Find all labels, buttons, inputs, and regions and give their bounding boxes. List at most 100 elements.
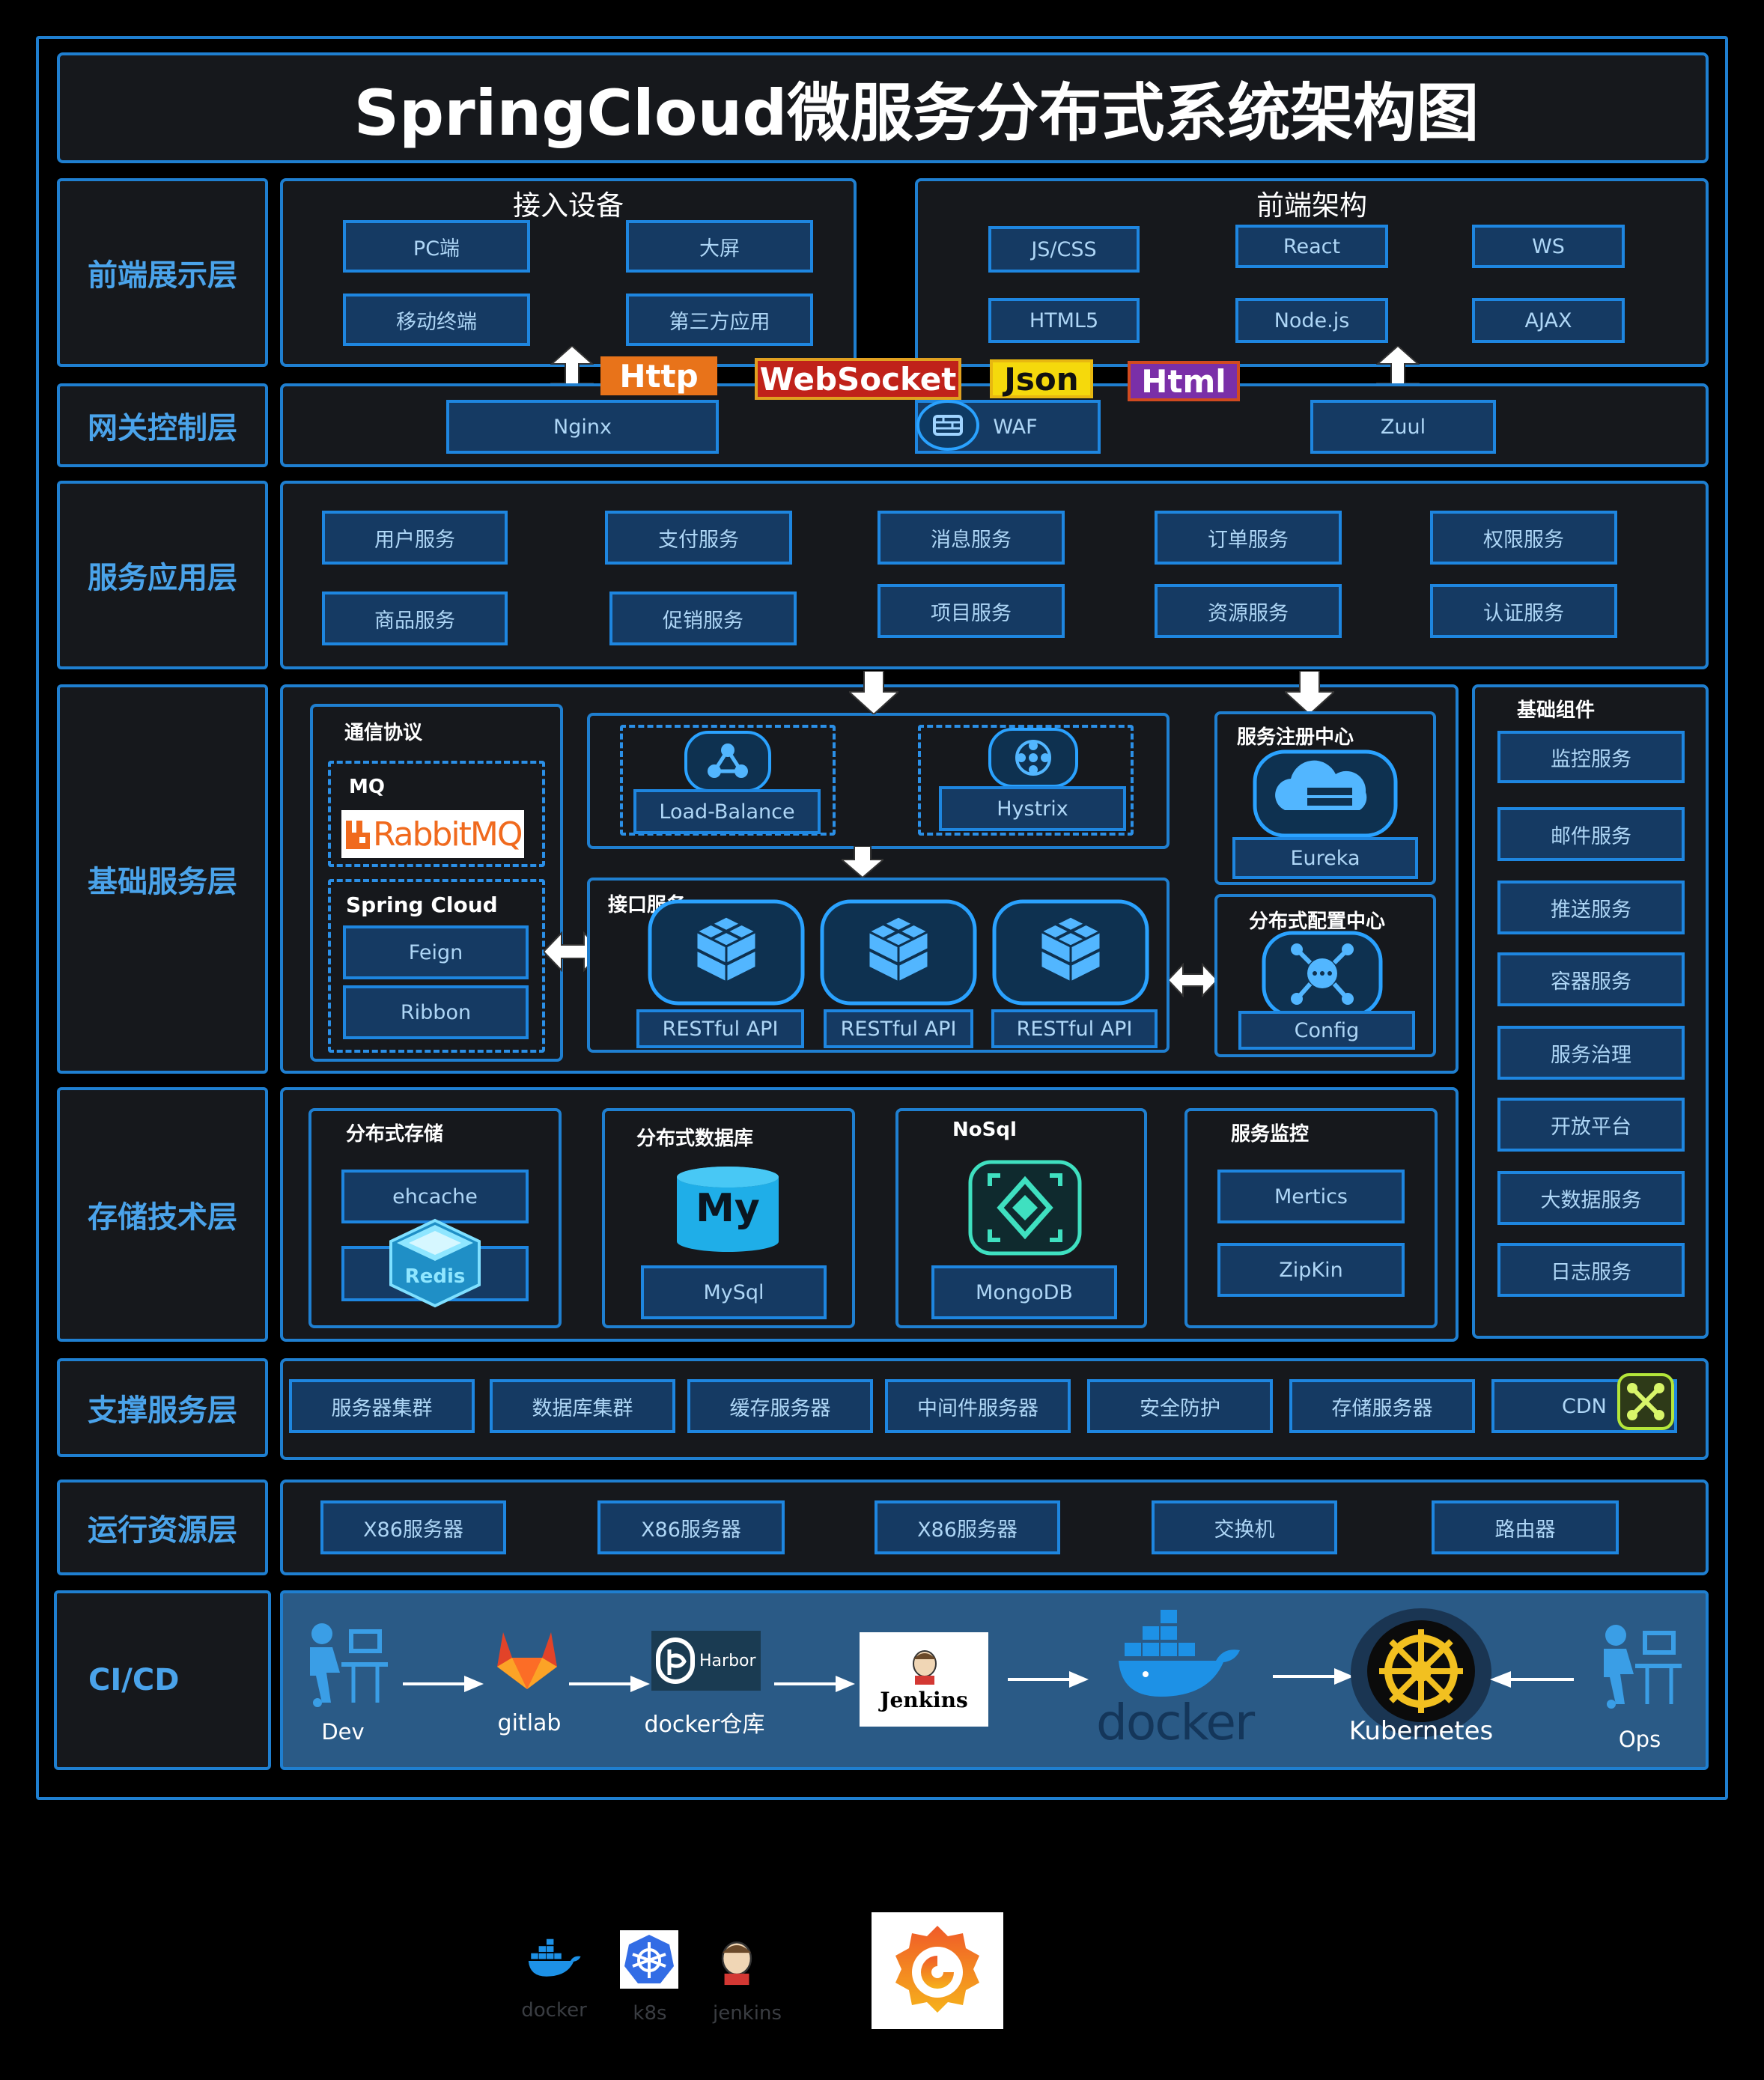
service-promotion[interactable]: 促销服务: [609, 592, 797, 645]
runtime-x86-3[interactable]: X86服务器: [875, 1500, 1060, 1554]
service-permission[interactable]: 权限服务: [1430, 511, 1617, 565]
runtime-x86-1[interactable]: X86服务器: [320, 1500, 506, 1554]
gateway-nginx[interactable]: Nginx: [446, 400, 719, 454]
eureka-box[interactable]: Eureka: [1232, 837, 1418, 879]
component-log[interactable]: 日志服务: [1497, 1243, 1685, 1297]
runtime-x86-2[interactable]: X86服务器: [597, 1500, 785, 1554]
zipkin-box[interactable]: ZipKin: [1217, 1243, 1405, 1297]
mq-title: MQ: [349, 776, 385, 798]
comm-title: 通信协议: [344, 722, 423, 744]
support-server-cluster[interactable]: 服务器集群: [289, 1379, 475, 1433]
layer-service: 服务应用层: [57, 481, 268, 669]
component-monitor[interactable]: 监控服务: [1497, 731, 1685, 783]
component-push[interactable]: 推送服务: [1497, 881, 1685, 934]
mongodb-box[interactable]: MongoDB: [931, 1265, 1117, 1319]
arch-ajax[interactable]: AJAX: [1472, 298, 1625, 343]
mysql-icon: [677, 1167, 779, 1252]
hystrix-icon: [988, 728, 1078, 788]
arrow-right-icon: [403, 1676, 484, 1692]
layer-storage: 存储技术层: [57, 1087, 268, 1342]
component-open-platform[interactable]: 开放平台: [1497, 1098, 1685, 1152]
component-governance[interactable]: 服务治理: [1497, 1026, 1685, 1080]
feign-box[interactable]: Feign: [343, 925, 529, 979]
jenkins-logo: Jenkins: [860, 1632, 988, 1727]
component-mail[interactable]: 邮件服务: [1497, 807, 1685, 861]
restful-api-2[interactable]: RESTful API: [824, 1009, 973, 1048]
support-cache-server[interactable]: 缓存服务器: [687, 1379, 873, 1433]
jenkins-logo-text: Jenkins: [880, 1688, 968, 1712]
cdn-icon: [1617, 1373, 1674, 1430]
runtime-switch[interactable]: 交换机: [1152, 1500, 1337, 1554]
arch-react[interactable]: React: [1235, 225, 1388, 268]
load-balance-box[interactable]: Load-Balance: [633, 789, 821, 834]
registry-title: 服务注册中心: [1237, 726, 1354, 749]
kubernetes-icon: [1351, 1608, 1491, 1737]
arch-jscss[interactable]: JS/CSS: [988, 226, 1140, 273]
grafana-logo: [872, 1912, 1003, 2029]
support-cdn-label: CDN: [1562, 1394, 1607, 1418]
dist-storage-title: 分布式存储: [346, 1123, 444, 1146]
hystrix-box[interactable]: Hystrix: [939, 786, 1126, 831]
component-bigdata[interactable]: 大数据服务: [1497, 1171, 1685, 1225]
layer-gateway: 网关控制层: [57, 383, 268, 467]
outer-frame: [36, 36, 1728, 1800]
arch-html5[interactable]: HTML5: [988, 298, 1140, 343]
cloud-server-icon: [1253, 749, 1398, 838]
layer-support: 支撑服务层: [57, 1358, 268, 1457]
support-storage-server[interactable]: 存储服务器: [1289, 1379, 1475, 1433]
down-arrow-icon: [849, 671, 898, 714]
rabbitmq-logo-text: RabbitMQ: [373, 815, 523, 854]
arrow-right-icon-3: [774, 1676, 855, 1692]
arch-nodejs[interactable]: Node.js: [1235, 298, 1388, 343]
device-bigscreen[interactable]: 大屏: [626, 220, 813, 273]
service-user[interactable]: 用户服务: [322, 511, 508, 565]
double-arrow-horizontal-icon-2: [1168, 963, 1217, 997]
ribbon-box[interactable]: Ribbon: [343, 985, 529, 1039]
hystrix-group: [918, 725, 1134, 836]
protocol-http: Http: [600, 356, 717, 395]
restful-api-1[interactable]: RESTful API: [636, 1009, 804, 1048]
config-icon: [1262, 931, 1383, 1018]
ehcache-box[interactable]: ehcache: [341, 1170, 529, 1223]
arrow-left-icon: [1490, 1671, 1574, 1688]
service-order[interactable]: 订单服务: [1155, 511, 1342, 565]
support-middleware[interactable]: 中间件服务器: [885, 1379, 1071, 1433]
config-box[interactable]: Config: [1238, 1011, 1415, 1050]
arch-ws[interactable]: WS: [1472, 225, 1625, 268]
service-auth[interactable]: 认证服务: [1430, 584, 1617, 638]
device-third-party[interactable]: 第三方应用: [626, 294, 813, 346]
device-pc[interactable]: PC端: [343, 220, 530, 273]
arrow-right-icon-2: [569, 1676, 650, 1692]
service-product[interactable]: 商品服务: [322, 592, 508, 645]
metrics-box[interactable]: Mertics: [1217, 1170, 1405, 1223]
restful-api-3[interactable]: RESTful API: [991, 1009, 1158, 1048]
protocol-json: Json: [990, 359, 1093, 398]
runtime-router[interactable]: 路由器: [1432, 1500, 1619, 1554]
layer-base: 基础服务层: [57, 684, 268, 1074]
gitlab-icon: [497, 1632, 557, 1689]
support-security[interactable]: 安全防护: [1087, 1379, 1273, 1433]
harbor-logo: Harbor: [651, 1631, 761, 1691]
devices-title: 接入设备: [513, 189, 624, 222]
harbor-logo-text: Harbor: [699, 1651, 756, 1670]
device-mobile[interactable]: 移动终端: [343, 294, 530, 346]
spring-cloud-group: [328, 879, 545, 1053]
dist-db-title: 分布式数据库: [636, 1128, 754, 1150]
service-project[interactable]: 项目服务: [878, 584, 1065, 638]
mysql-box[interactable]: MySql: [641, 1265, 827, 1319]
jenkins-legend-icon: [721, 1941, 752, 1986]
gateway-zuul[interactable]: Zuul: [1310, 400, 1496, 454]
component-container[interactable]: 容器服务: [1497, 952, 1685, 1006]
service-message[interactable]: 消息服务: [878, 511, 1065, 565]
jenkins-icon: [913, 1650, 937, 1685]
grafana-icon: [895, 1926, 979, 2013]
gitlab-label: gitlab: [497, 1710, 562, 1736]
support-db-cluster[interactable]: 数据库集群: [490, 1379, 675, 1433]
title-panel: SpringCloud微服务分布式系统架构图: [57, 52, 1709, 163]
developer-icon: [310, 1623, 388, 1707]
service-resource[interactable]: 资源服务: [1155, 584, 1342, 638]
monitor-title: 服务监控: [1231, 1123, 1310, 1146]
k8s-legend-icon: [620, 1930, 678, 1989]
service-payment[interactable]: 支付服务: [605, 511, 792, 565]
down-arrow-icon-2: [842, 846, 883, 878]
